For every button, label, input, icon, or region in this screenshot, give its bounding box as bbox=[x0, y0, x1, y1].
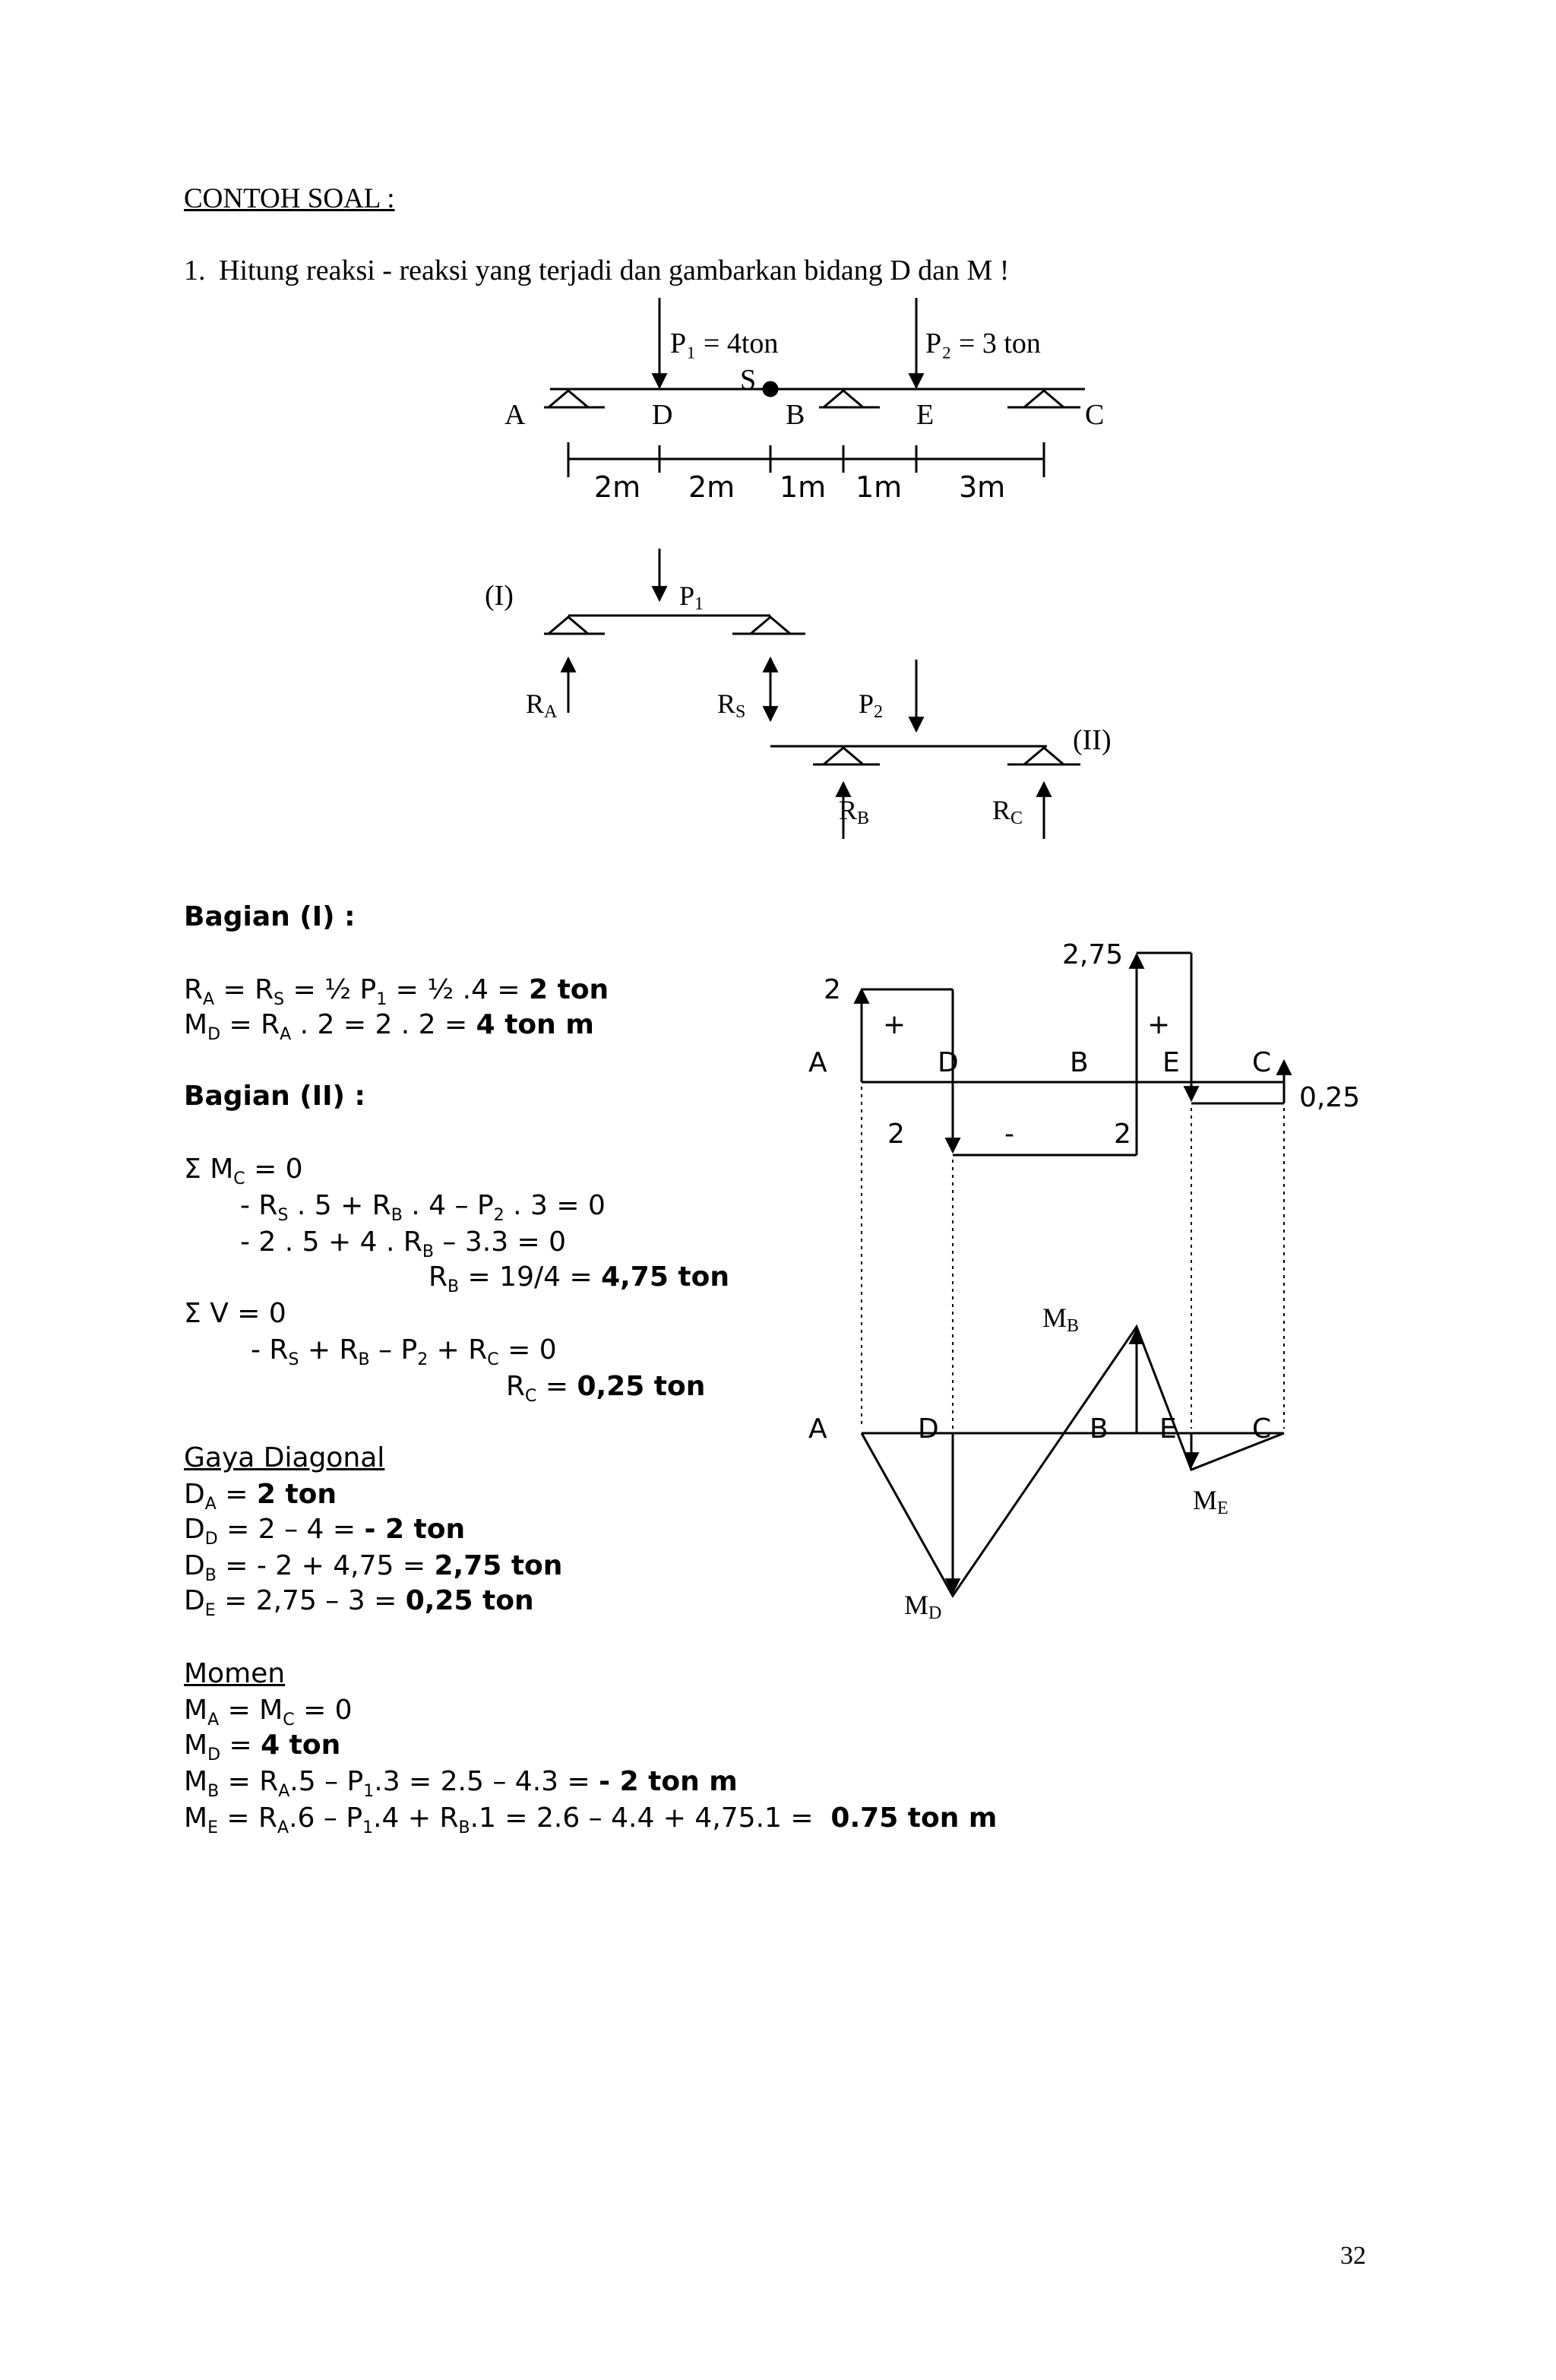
moment-label-a: A bbox=[808, 1413, 827, 1445]
moment-me-label: ME bbox=[1193, 1485, 1229, 1518]
shear-label-b: B bbox=[1070, 1047, 1089, 1078]
bagian2-eq3: - 2 . 5 + 4 . RB – 3.3 = 0 bbox=[240, 1226, 567, 1262]
da-result: 2 ton bbox=[256, 1479, 337, 1510]
moment-label-c: C bbox=[1252, 1413, 1271, 1445]
shear-label-e: E bbox=[1162, 1047, 1180, 1078]
page-number: 32 bbox=[1340, 2242, 1366, 2270]
gaya-title: Gaya Diagonal bbox=[184, 1442, 385, 1473]
beam-diagram bbox=[544, 298, 1085, 477]
freebody-part1 bbox=[544, 549, 805, 723]
shear-value-025: 0,25 bbox=[1299, 1082, 1360, 1113]
shear-value-2: 2 bbox=[824, 974, 841, 1005]
de-result: 0,25 ton bbox=[405, 1585, 534, 1616]
bagian2-eq6: - RS + RB – P2 + RC = 0 bbox=[251, 1334, 557, 1370]
label-b: B bbox=[786, 399, 805, 431]
momen-ma: MA = MC = 0 bbox=[184, 1695, 353, 1730]
shear-value-275: 2,75 bbox=[1062, 939, 1123, 970]
mb-result: - 2 ton m bbox=[599, 1766, 738, 1797]
bagian2-eq5: Σ V = 0 bbox=[184, 1298, 286, 1329]
problem-text: Hitung reaksi - reaksi yang terjadi dan … bbox=[219, 255, 1010, 286]
label-s: S bbox=[740, 364, 756, 396]
support-b bbox=[819, 389, 880, 409]
shear-label-d: D bbox=[938, 1047, 959, 1078]
md-value: 4 ton bbox=[261, 1730, 341, 1761]
rs-label: RS bbox=[717, 688, 745, 722]
gaya-db: DB = - 2 + 4,75 = 2,75 ton bbox=[184, 1550, 563, 1586]
span-3: 1m bbox=[780, 470, 826, 504]
gaya-de: DE = 2,75 – 3 = 0,25 ton bbox=[184, 1585, 534, 1621]
momen-md: MD = 4 ton bbox=[184, 1730, 341, 1765]
span-2: 2m bbox=[688, 470, 735, 504]
momen-title: Momen bbox=[184, 1658, 286, 1689]
support-a bbox=[544, 389, 605, 409]
label-e: E bbox=[916, 399, 934, 431]
p2-label: P₂ = 3 ton bbox=[925, 328, 1041, 359]
bagian2-eq7: RC = 0,25 ton bbox=[506, 1371, 706, 1407]
shear-neg-2b: 2 bbox=[1114, 1119, 1131, 1150]
shear-diagram bbox=[853, 951, 1292, 1429]
ra-label: RA bbox=[526, 688, 558, 722]
part1-label: (I) bbox=[485, 580, 514, 612]
dd-result: - 2 ton bbox=[364, 1514, 466, 1545]
momen-mb: MB = RA.5 – P1.3 = 2.5 – 4.3 = - 2 ton m bbox=[184, 1766, 738, 1802]
support-c bbox=[1007, 389, 1080, 409]
bagian2-eq4: RB = 19/4 = 4,75 ton bbox=[429, 1261, 729, 1297]
bagian1-line2: MD = RA . 2 = 2 . 2 = 4 ton m bbox=[184, 1009, 594, 1045]
moment-diagram bbox=[860, 1324, 1285, 1598]
ra-result: 2 ton bbox=[529, 974, 609, 1005]
shear-neg-2a: 2 bbox=[887, 1119, 905, 1150]
gaya-da: DA = 2 ton bbox=[184, 1479, 337, 1514]
rc-label: RC bbox=[992, 795, 1023, 828]
label-c: C bbox=[1085, 399, 1104, 431]
moment-label-b: B bbox=[1090, 1413, 1108, 1445]
span-4: 1m bbox=[855, 470, 902, 504]
bagian2-title: Bagian (II) : bbox=[184, 1081, 365, 1112]
fb-p2-label: P2 bbox=[859, 688, 883, 722]
shear-minus: - bbox=[1004, 1119, 1014, 1150]
momen-me: ME = RA.6 – P1.4 + RB.1 = 2.6 – 4.4 + 4,… bbox=[184, 1802, 998, 1838]
shear-label-a: A bbox=[808, 1047, 827, 1078]
me-result: 0.75 ton m bbox=[830, 1802, 998, 1834]
md-result: 4 ton m bbox=[476, 1009, 594, 1040]
rc-result: 0,25 ton bbox=[577, 1371, 706, 1402]
label-d: D bbox=[652, 399, 672, 431]
p1-label: P₁ = 4ton bbox=[670, 328, 778, 359]
moment-mb-label: MB bbox=[1042, 1302, 1079, 1336]
gaya-dd: DD = 2 – 4 = - 2 ton bbox=[184, 1514, 466, 1549]
moment-label-d: D bbox=[918, 1413, 939, 1445]
bagian1-title: Bagian (I) : bbox=[184, 901, 356, 932]
label-a: A bbox=[504, 399, 526, 431]
freebody-part2 bbox=[770, 660, 1080, 839]
moment-label-e: E bbox=[1159, 1413, 1177, 1445]
db-result: 2,75 ton bbox=[434, 1550, 563, 1581]
span-1: 2m bbox=[594, 470, 640, 504]
fb-p1-label: P1 bbox=[679, 581, 704, 614]
problem-number: 1. bbox=[184, 255, 206, 286]
bagian2-eq2: - RS . 5 + RB . 4 – P2 . 3 = 0 bbox=[240, 1190, 606, 1226]
page-heading: CONTOH SOAL : bbox=[184, 183, 395, 214]
hinge-s bbox=[762, 381, 779, 397]
shear-plus-2: + bbox=[1147, 1009, 1170, 1040]
moment-curve bbox=[860, 1324, 1285, 1598]
bagian1-line1: RA = RS = ½ P1 = ½ .4 = 2 ton bbox=[184, 974, 609, 1010]
shear-plus-1: + bbox=[883, 1009, 906, 1040]
problem-statement: 1. Hitung reaksi - reaksi yang terjadi d… bbox=[184, 254, 1009, 287]
rb-result: 4,75 ton bbox=[601, 1261, 729, 1293]
moment-md-label: MD bbox=[904, 1590, 941, 1623]
rb-label: RB bbox=[839, 795, 869, 828]
shear-label-c: C bbox=[1252, 1047, 1271, 1078]
bagian2-eq1: Σ MC = 0 bbox=[184, 1154, 303, 1189]
part2-label: (II) bbox=[1073, 724, 1112, 756]
span-5: 3m bbox=[959, 470, 1005, 504]
